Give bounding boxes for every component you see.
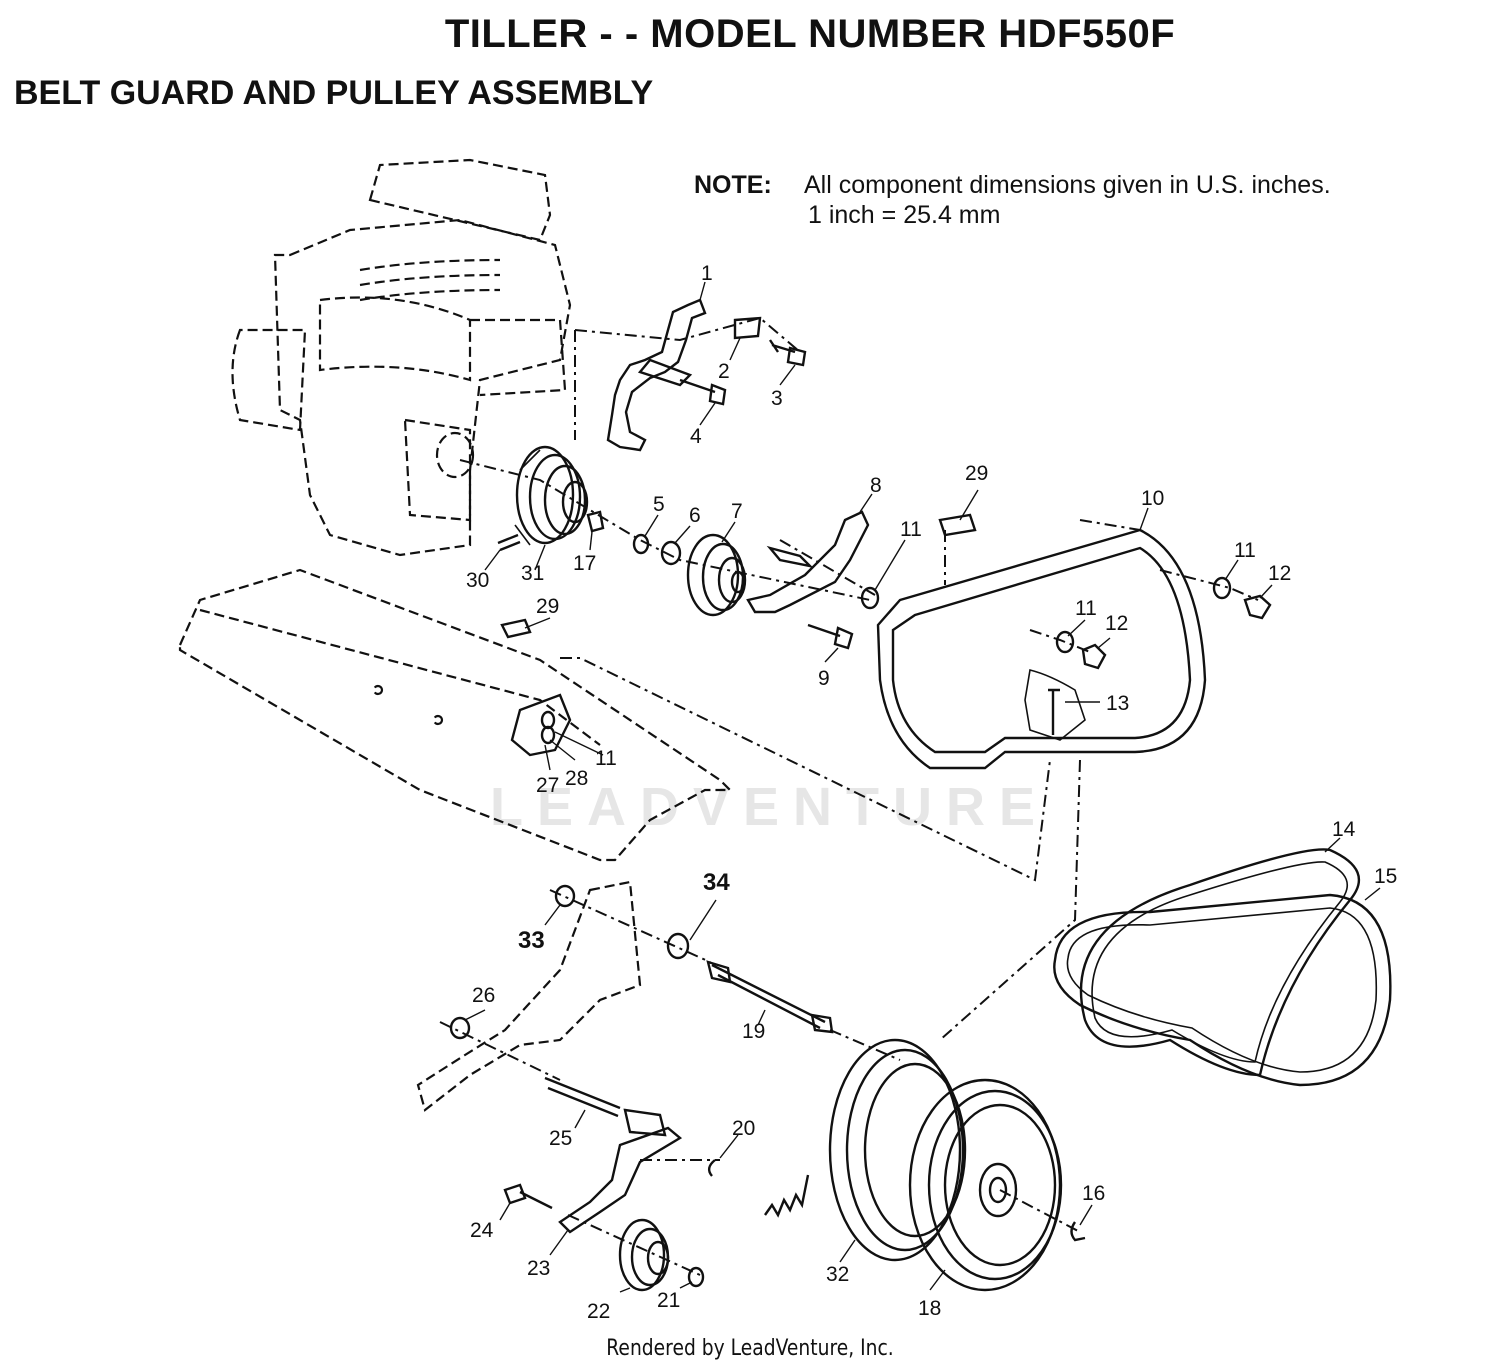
page-title: TILLER - - MODEL NUMBER HDF550F: [444, 12, 1176, 56]
tine-shield-phantom: [178, 568, 733, 862]
part-8-arm: [746, 510, 870, 614]
callout-3: 3: [771, 387, 783, 410]
note-label: NOTE:: [694, 171, 772, 199]
part-9-bolt: [807, 623, 854, 650]
part-14-belt: [1079, 848, 1361, 1077]
callout-2: 2: [718, 360, 730, 383]
spring: [764, 1174, 810, 1218]
part-33-nut: [554, 884, 576, 908]
callout-21: 21: [657, 1289, 680, 1312]
callout-14: 14: [1332, 818, 1356, 841]
idler-bracket-phantom: [416, 880, 642, 1112]
callout-25: 25: [549, 1127, 572, 1150]
callout-4: 4: [690, 425, 702, 448]
part-13-screw: [1048, 688, 1060, 735]
callout-16: 16: [1082, 1182, 1105, 1205]
part-7-pulley: [686, 533, 747, 617]
callout-31: 31: [521, 562, 544, 585]
callout-29-shield: 29: [536, 595, 559, 618]
callout-5: 5: [653, 493, 665, 516]
part-23-arm: [558, 1126, 683, 1234]
part-18-pulley: [908, 1078, 1063, 1292]
callout-11-shield: 11: [595, 747, 617, 770]
note-line-2: 1 inch = 25.4 mm: [808, 201, 1001, 229]
callout-30: 30: [466, 569, 489, 592]
part-15-belt: [1053, 893, 1392, 1087]
callout-12-guard: 12: [1268, 562, 1291, 585]
callout-23: 23: [527, 1257, 550, 1280]
part-10-belt-guard: [876, 528, 1207, 770]
part-26-nut: [449, 1016, 471, 1040]
callout-12-guard-center: 12: [1105, 612, 1128, 635]
part-21-nut: [687, 1266, 705, 1288]
callout-9: 9: [818, 667, 830, 690]
part-29-clip: [500, 513, 977, 639]
part-3-bolt: [769, 339, 807, 367]
callout-10: 10: [1141, 487, 1164, 510]
callout-8: 8: [870, 474, 882, 497]
part-24-bolt: [503, 1183, 553, 1210]
callout-13: 13: [1106, 692, 1129, 715]
callout-11-spacer: 11: [900, 518, 922, 541]
callout-labels: 1 2 3 4 5 6 7 8 9 10 11 11 11 11 12 12 1…: [466, 262, 1397, 1323]
callout-32: 32: [826, 1263, 849, 1286]
part-12-acorn-nut: [1081, 594, 1272, 670]
part-16-clip: [1070, 1221, 1086, 1242]
part-17-key: [586, 510, 605, 533]
center-lines: [439, 316, 1259, 1276]
callout-27: 27: [536, 774, 559, 797]
callout-26: 26: [472, 984, 495, 1007]
part-2-clip: [733, 316, 762, 340]
callout-17: 17: [573, 552, 596, 575]
part-30-setscrew: [497, 533, 521, 552]
part-20-clip: [707, 1159, 716, 1177]
callout-7: 7: [731, 500, 743, 523]
callout-1: 1: [701, 262, 713, 285]
callout-29-guard: 29: [965, 462, 988, 485]
engine-phantom: [231, 158, 572, 557]
page-subtitle: BELT GUARD AND PULLEY ASSEMBLY: [14, 74, 654, 112]
callout-11-guard: 11: [1234, 539, 1256, 562]
callout-11-guard-center: 11: [1075, 597, 1097, 620]
callout-20: 20: [732, 1117, 755, 1140]
callout-18: 18: [918, 1297, 941, 1320]
watermark: LEADVENTURE: [490, 777, 1050, 837]
part-19-shaft: [706, 960, 834, 1034]
footer-credit: Rendered by LeadVenture, Inc.: [606, 1336, 894, 1361]
callout-24: 24: [470, 1219, 494, 1242]
part-25-shaft: [544, 1076, 667, 1137]
part-1-bracket: [606, 298, 707, 452]
callout-19: 19: [742, 1020, 765, 1043]
callout-22: 22: [587, 1300, 610, 1323]
dimension-note: NOTE: All component dimensions given in U…: [694, 170, 1331, 230]
part-6-washer: [660, 540, 682, 566]
callout-33: 33: [518, 927, 545, 954]
callout-6: 6: [689, 504, 701, 527]
part-4-bolt: [679, 378, 727, 406]
callout-28: 28: [565, 767, 588, 790]
callout-34: 34: [703, 869, 730, 896]
callout-15: 15: [1374, 865, 1397, 888]
part-27-28-bracket: [510, 693, 572, 757]
leader-lines: [464, 281, 1381, 1293]
note-line-1: All component dimensions given in U.S. i…: [804, 171, 1331, 199]
part-32-pulley: [828, 1038, 967, 1262]
part-22-idler-pulley: [618, 1218, 670, 1292]
part-34-washer: [666, 932, 690, 960]
part-31-engine-pulley: [514, 445, 589, 546]
